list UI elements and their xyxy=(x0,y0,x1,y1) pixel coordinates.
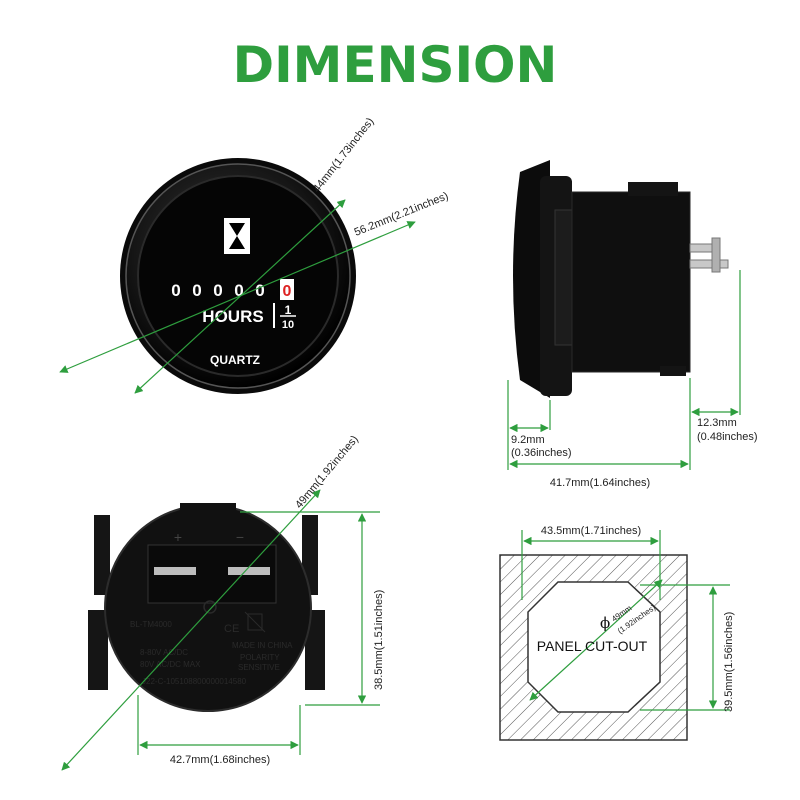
counter-digit: 0 xyxy=(171,281,180,300)
fraction-top: 1 xyxy=(285,303,292,317)
terminal-top xyxy=(689,243,715,253)
total-depth-label: 41.7mm(1.64inches) xyxy=(550,477,650,489)
height-dimension-label: 38.5mm(1.51inches) xyxy=(373,590,385,690)
page-title: DIMENSION xyxy=(233,36,558,94)
diameter-dimension-label: 49mm(1.92inches) xyxy=(293,433,361,510)
counter-digit: 0 xyxy=(192,281,201,300)
polarity-label-2: SENSITIVE xyxy=(238,663,280,672)
counter-digit: 0 xyxy=(255,281,264,300)
bezel-dimension-label: 44mm(1.73inches) xyxy=(311,116,377,195)
diameter-dimension-line xyxy=(61,489,321,771)
side-body xyxy=(571,191,691,373)
fraction-bottom: 10 xyxy=(282,319,294,331)
terminal-bottom xyxy=(689,259,729,269)
back-view: + − BL-TM4000 CE 8-80V AC/DC 80V AC/DC M… xyxy=(61,433,385,771)
made-in-label: MADE IN CHINA xyxy=(232,641,293,650)
minus-sign: − xyxy=(236,529,244,545)
terminal-right xyxy=(228,567,270,575)
flange-depth-label-in: (0.36inches) xyxy=(511,447,572,459)
cutout-view: 43.5mm(1.71inches) 39.5mm(1.56inches) ϕ … xyxy=(499,525,735,741)
terminal-depth-label-in: (0.48inches) xyxy=(697,431,758,443)
cutout-label: PANEL CUT-OUT xyxy=(537,638,648,654)
model-label: BL-TM4000 xyxy=(130,620,172,629)
side-top-tab xyxy=(628,182,678,196)
voltage-label-1: 8-80V AC/DC xyxy=(140,648,188,657)
flange-dimension-label: 56.2mm(2.21inches) xyxy=(353,190,450,239)
plus-sign: + xyxy=(174,529,182,545)
side-view: 9.2mm (0.36inches) 12.3mm (0.48inches) 4… xyxy=(507,160,758,489)
cut-diameter-line xyxy=(529,579,663,701)
terminal-connector xyxy=(711,237,721,273)
cut-height-label: 39.5mm(1.56inches) xyxy=(723,612,735,712)
cut-width-label: 43.5mm(1.71inches) xyxy=(541,525,641,537)
tenth-digit: 0 xyxy=(283,283,292,300)
terminal-left xyxy=(154,567,196,575)
terminal-depth-label: 12.3mm xyxy=(697,417,737,429)
side-bottom-tab xyxy=(660,366,686,376)
counter-digit: 0 xyxy=(213,281,222,300)
phi-symbol: ϕ xyxy=(600,614,610,632)
flange-dimension-line xyxy=(59,221,416,373)
quartz-label: QUARTZ xyxy=(210,353,260,367)
back-top-notch xyxy=(180,503,236,515)
voltage-label-2: 80V AC/DC MAX xyxy=(140,660,201,669)
polarity-label-1: POLARITY xyxy=(240,653,280,662)
serial-label: J22-C-105108800000014580 xyxy=(142,677,247,686)
ce-mark: CE xyxy=(224,623,239,635)
hourglass-icon xyxy=(224,218,250,254)
width-dimension-label: 42.7mm(1.68inches) xyxy=(170,754,270,766)
flange-depth-label: 9.2mm xyxy=(511,434,545,446)
meter-dial xyxy=(137,175,339,377)
